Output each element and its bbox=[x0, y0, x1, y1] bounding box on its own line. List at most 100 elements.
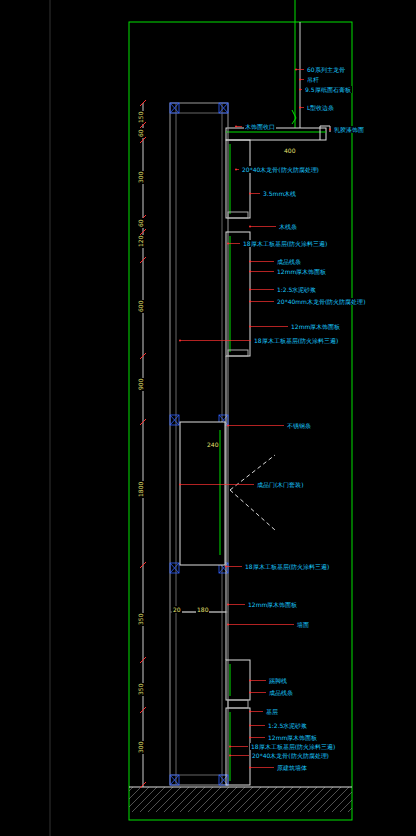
dimension-tick bbox=[140, 257, 146, 263]
dimension-value: 180 bbox=[196, 606, 209, 613]
material-note: 木线条 bbox=[278, 223, 298, 230]
material-note: 成品线条 bbox=[276, 258, 302, 265]
material-note: 1:2.5水泥砂浆 bbox=[276, 286, 317, 293]
leader-line bbox=[230, 746, 248, 747]
dimension-value: 300 bbox=[137, 741, 144, 754]
wall-panels bbox=[226, 140, 250, 785]
leader-line bbox=[330, 129, 331, 130]
floor-line bbox=[129, 787, 352, 788]
material-note: 9.5厚纸面石膏板 bbox=[304, 86, 352, 93]
material-note: 墙面 bbox=[296, 621, 310, 628]
dimension-value: 1800 bbox=[137, 481, 144, 498]
leader-dot bbox=[249, 226, 251, 228]
leader-line bbox=[300, 79, 304, 80]
leader-dot bbox=[249, 725, 251, 727]
dimension-value: 400 bbox=[283, 147, 296, 154]
leader-line bbox=[250, 226, 276, 227]
leader-line bbox=[296, 69, 304, 70]
dimension-value: 350 bbox=[137, 613, 144, 626]
leader-dot bbox=[227, 604, 229, 606]
edge-trim bbox=[320, 126, 330, 140]
leader-line bbox=[180, 484, 254, 485]
material-note: 18厚木工板基层(防火涂料三遍) bbox=[242, 240, 328, 247]
leader-dot bbox=[235, 169, 237, 171]
leader-dot bbox=[295, 69, 297, 71]
leader-dot bbox=[249, 301, 251, 303]
leader-dot bbox=[249, 767, 251, 769]
leader-dot bbox=[229, 755, 231, 757]
leader-line bbox=[180, 340, 251, 341]
frame bbox=[129, 22, 352, 820]
leader-line bbox=[236, 169, 239, 170]
dimension-tick bbox=[140, 657, 146, 663]
dimension-value: 240 bbox=[206, 441, 219, 448]
leader-line bbox=[250, 692, 266, 693]
material-note: 20*40木龙骨(防火防腐处理) bbox=[241, 166, 320, 173]
material-note: 18厚木工板基层(防火涂料三遍) bbox=[250, 743, 336, 750]
leader-dot bbox=[249, 711, 251, 713]
leader-dot bbox=[179, 340, 181, 342]
leader-dot bbox=[227, 243, 229, 245]
material-note: 乳胶漆饰面 bbox=[333, 126, 365, 133]
leader-dot bbox=[229, 746, 231, 748]
leader-dot bbox=[249, 261, 251, 263]
dimension-value: 600 bbox=[137, 300, 144, 313]
dimension-value: 20 bbox=[172, 606, 182, 613]
material-note: 60系列主龙骨 bbox=[306, 66, 346, 73]
door-opening bbox=[180, 422, 225, 565]
leader-line bbox=[250, 711, 263, 712]
leader-dot bbox=[249, 271, 251, 273]
dimension-value: 60 bbox=[137, 218, 144, 228]
leader-line bbox=[228, 243, 240, 244]
hanger bbox=[295, 0, 296, 128]
dimension-tick bbox=[140, 100, 146, 106]
hanger bbox=[300, 22, 301, 128]
leader-line bbox=[300, 89, 302, 90]
material-note: 吊杆 bbox=[306, 76, 320, 83]
leader-dot bbox=[299, 107, 301, 109]
leader-line bbox=[226, 566, 242, 567]
ceiling-layer bbox=[226, 132, 326, 133]
leader-dot bbox=[299, 79, 301, 81]
leader-dot bbox=[249, 737, 251, 739]
leader-dot bbox=[299, 89, 301, 91]
leader-line bbox=[300, 107, 304, 108]
material-note: 20*40mm木龙骨(防火防腐处理) bbox=[276, 298, 367, 305]
material-note: 木饰面收口 bbox=[244, 123, 276, 130]
blocking bbox=[170, 103, 228, 785]
leader-dot bbox=[249, 289, 251, 291]
material-note: 12mm厚木饰面板 bbox=[276, 268, 327, 275]
material-note: 1:2.5水泥砂浆 bbox=[267, 722, 308, 729]
leader-line bbox=[250, 326, 288, 327]
leader-line bbox=[250, 193, 260, 194]
door-swing bbox=[230, 455, 275, 530]
material-note: 12mm厚木饰面板 bbox=[290, 323, 341, 330]
floor-slab bbox=[129, 787, 352, 812]
leader-line bbox=[250, 261, 274, 262]
leader-dot bbox=[249, 326, 251, 328]
leader-line bbox=[250, 737, 265, 738]
dimension-tick bbox=[140, 562, 146, 568]
material-note: 不锈钢条 bbox=[286, 422, 312, 429]
material-note: 3.5mm木线 bbox=[262, 190, 297, 197]
material-note: 原建筑墙体 bbox=[276, 764, 308, 771]
material-note: 基层 bbox=[265, 708, 279, 715]
leader-line bbox=[228, 624, 294, 625]
leader-line bbox=[230, 755, 249, 756]
dimension-value: 300 bbox=[137, 171, 144, 184]
leader-dot bbox=[227, 624, 229, 626]
dimension-value: 900 bbox=[137, 378, 144, 391]
leader-dot bbox=[329, 129, 331, 131]
leader-dot bbox=[225, 566, 227, 568]
material-note: 20*40木龙骨(防火防腐处理) bbox=[251, 752, 330, 759]
leader-dot bbox=[249, 193, 251, 195]
leader-line bbox=[250, 725, 265, 726]
leader-line bbox=[250, 289, 274, 290]
leader-dot bbox=[235, 126, 237, 128]
ceiling-board bbox=[226, 128, 326, 140]
leader-line bbox=[250, 680, 266, 681]
dimension-value: 60 bbox=[137, 128, 144, 138]
material-note: 12mm厚木饰面板 bbox=[267, 734, 318, 741]
dimension-tick bbox=[140, 419, 146, 425]
material-note: 踢脚线 bbox=[268, 677, 288, 684]
